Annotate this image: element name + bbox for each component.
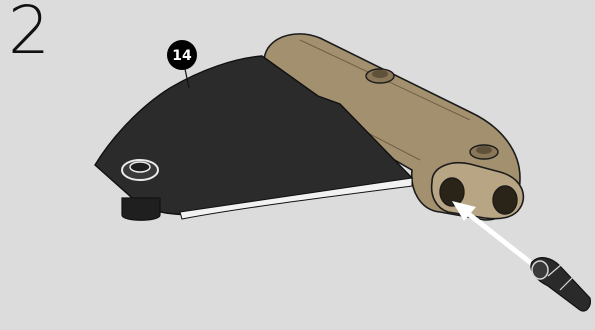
black-pin — [531, 258, 590, 311]
callout-label: 14 — [172, 48, 192, 64]
